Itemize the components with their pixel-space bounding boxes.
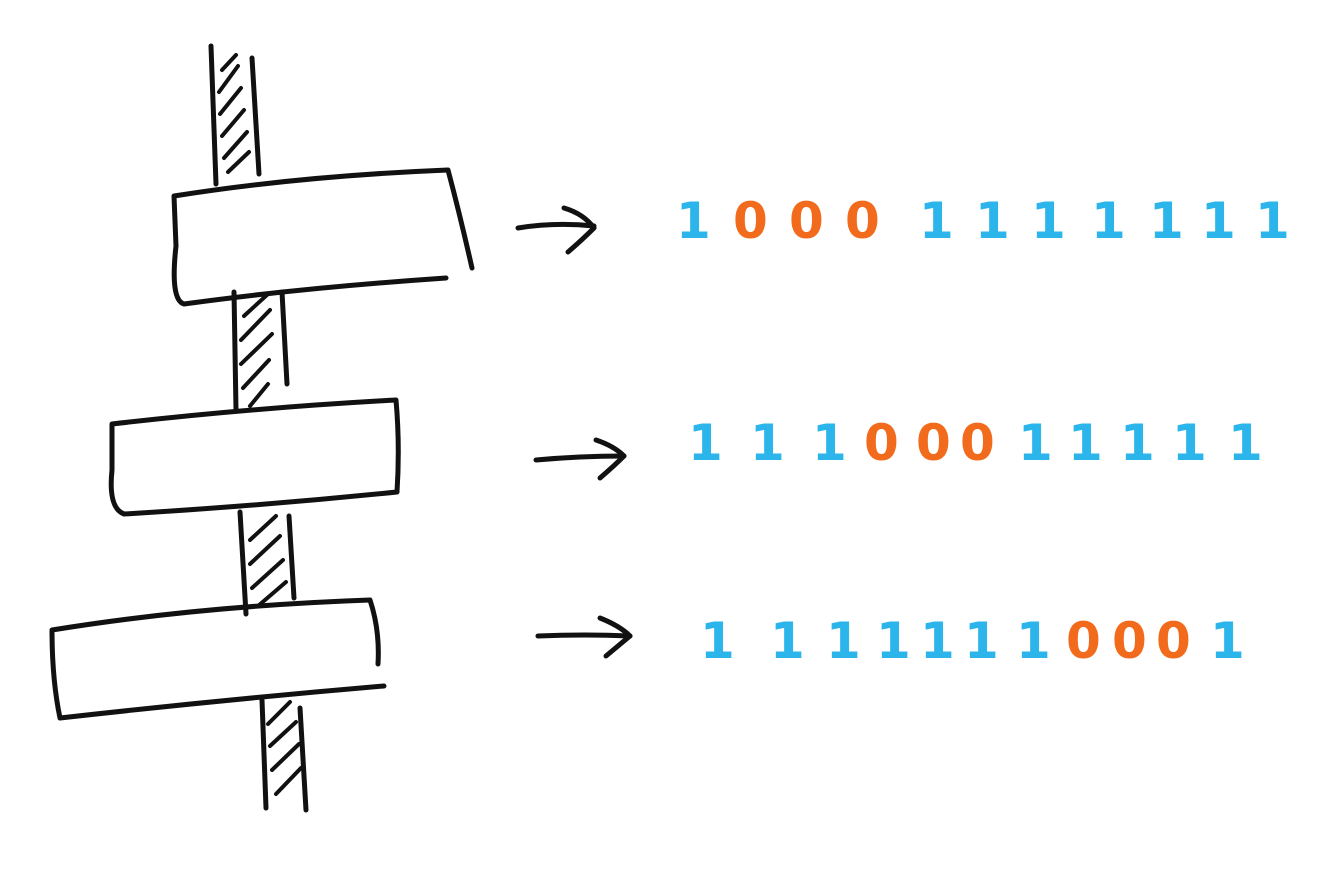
bit-one: 1 [1016, 612, 1051, 670]
bit-one: 1 [1018, 414, 1053, 472]
bit-one: 1 [1068, 414, 1103, 472]
arrow-row-3 [535, 615, 633, 659]
block-bottom [49, 597, 387, 721]
bit-one: 1 [750, 414, 785, 472]
shaft-segment-bottom [259, 697, 309, 813]
arrow-row-1 [515, 205, 597, 255]
bit-one: 1 [1228, 414, 1263, 472]
bit-one: 1 [1031, 192, 1066, 250]
bit-zero: 0 [789, 192, 824, 250]
bit-one: 1 [920, 612, 955, 670]
bit-one: 1 [1120, 414, 1155, 472]
bit-one: 1 [1149, 192, 1184, 250]
bit-zero: 0 [845, 192, 880, 250]
bit-one: 1 [919, 192, 954, 250]
bit-one: 1 [1091, 192, 1126, 250]
bit-one: 1 [688, 414, 723, 472]
bit-one: 1 [964, 612, 999, 670]
bit-zero: 0 [916, 414, 951, 472]
bit-one: 1 [770, 612, 805, 670]
bit-one: 1 [1255, 192, 1290, 250]
bit-one: 1 [975, 192, 1010, 250]
bit-one: 1 [876, 612, 911, 670]
shaft-segment-upper-middle [231, 289, 290, 413]
block-middle [108, 397, 401, 517]
arrow-row-2 [533, 437, 627, 481]
bit-zero: 0 [864, 414, 899, 472]
bit-zero: 0 [1112, 612, 1147, 670]
bit-one: 1 [700, 612, 735, 670]
bit-one: 1 [676, 192, 711, 250]
bit-one: 1 [1172, 414, 1207, 472]
bit-one: 1 [826, 612, 861, 670]
bit-zero: 0 [1156, 612, 1191, 670]
bit-zero: 0 [960, 414, 995, 472]
block-top [171, 167, 475, 307]
bit-zero: 0 [733, 192, 768, 250]
bit-one: 1 [1201, 192, 1236, 250]
bit-one: 1 [1210, 612, 1245, 670]
bit-one: 1 [812, 414, 847, 472]
bit-zero: 0 [1066, 612, 1101, 670]
shaft-segment-top [208, 43, 262, 187]
shaft-segment-lower-middle [237, 509, 297, 617]
